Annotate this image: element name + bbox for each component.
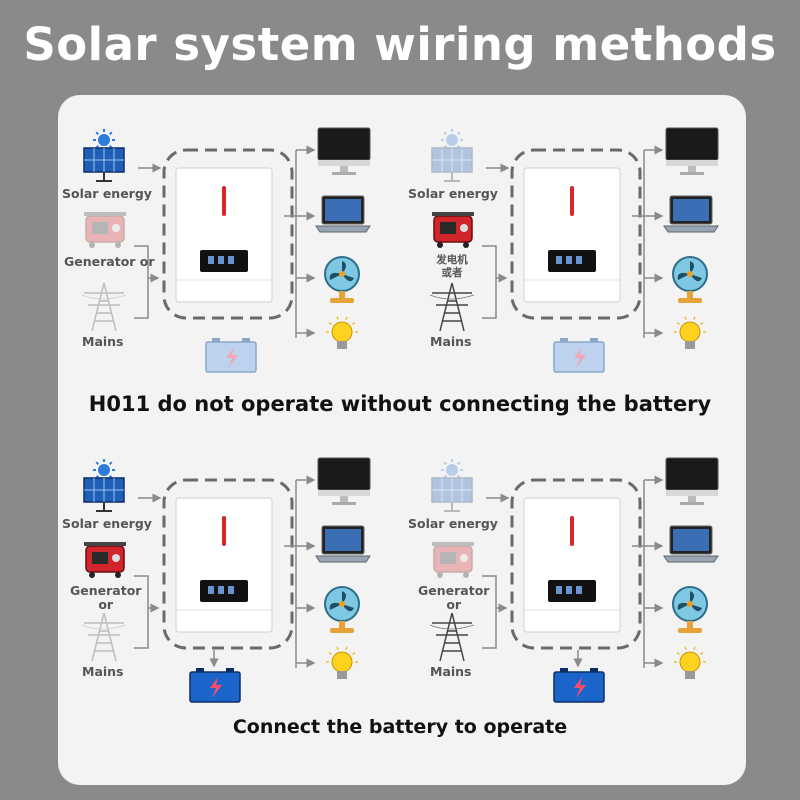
bulb-icon [674,646,706,679]
laptop-icon [663,525,719,563]
solar-panel-icon [431,129,473,182]
solar-label: Solar energy [408,516,498,531]
solar-panel-icon [83,459,125,512]
battery-icon [553,668,605,703]
wiring-panel: Solar energy 发电机 或者 Mains [408,127,768,378]
generator-icon [432,212,474,248]
wiring-lines [482,145,664,338]
bulb-icon [674,316,706,349]
generator-label: Generator or [418,583,490,612]
monitor-icon [665,127,719,175]
inverter-icon [523,167,621,303]
page-title: Solar system wiring methods [23,18,777,71]
solar-label: Solar energy [62,186,152,201]
battery-icon [553,338,605,373]
monitor-icon [317,127,371,175]
solar-panel-icon [83,129,125,182]
fan-icon [672,256,708,303]
power-tower-icon [81,612,127,662]
diagram-card [58,95,746,785]
inverter-icon [175,167,273,303]
caption-no-battery: H011 do not operate without connecting t… [88,392,712,416]
fan-icon [324,256,360,303]
generator-label: Generator or [70,583,142,612]
mains-label: Mains [82,664,124,679]
laptop-icon [315,525,371,563]
generator-icon [84,542,126,578]
inverter-icon [523,497,621,633]
mains-label: Mains [82,334,124,349]
power-tower-icon [429,612,475,662]
power-tower-icon [429,282,475,332]
wiring-lines [134,475,316,668]
generator-label: Generator or [64,254,155,269]
solar-panel-icon [431,459,473,512]
fan-icon [672,586,708,633]
battery-icon [205,338,257,373]
wiring-lines [482,475,664,668]
power-tower-icon [81,282,127,332]
mains-label: Mains [430,664,472,679]
battery-icon [189,668,241,703]
solar-label: Solar energy [408,186,498,201]
mains-label: Mains [430,334,472,349]
bulb-icon [326,646,358,679]
caption-with-battery: Connect the battery to operate [232,716,568,738]
fan-icon [324,586,360,633]
laptop-icon [315,195,371,233]
generator-label: 发电机 或者 [436,254,468,279]
solar-label: Solar energy [62,516,152,531]
laptop-icon [663,195,719,233]
monitor-icon [665,457,719,505]
inverter-icon [175,497,273,633]
monitor-icon [317,457,371,505]
wiring-lines [134,145,316,338]
generator-icon [84,212,126,248]
bulb-icon [326,316,358,349]
generator-icon [432,542,474,578]
